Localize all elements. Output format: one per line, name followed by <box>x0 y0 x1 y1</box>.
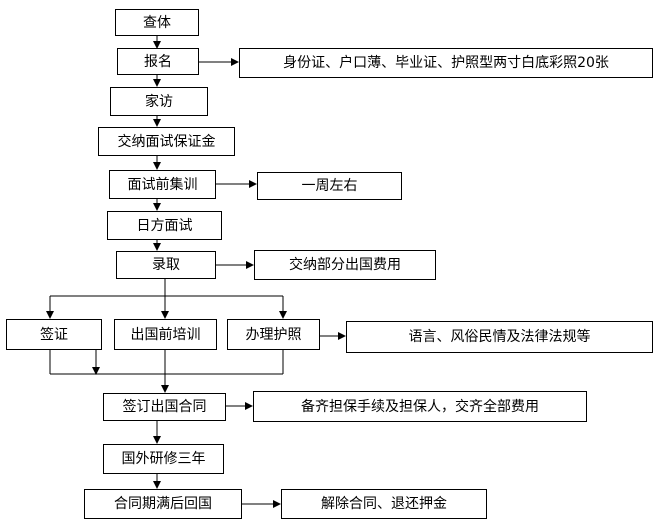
note-return-actions: 解除合同、退还押金 <box>281 489 487 519</box>
step-overseas-training: 国外研修三年 <box>103 444 224 474</box>
step-home-visit: 家访 <box>110 87 208 116</box>
note-training-topics: 语言、风俗民情及法律法规等 <box>346 321 653 353</box>
step-japan-interview: 日方面试 <box>107 211 222 240</box>
step-register: 报名 <box>117 48 199 75</box>
step-pay-deposit: 交纳面试保证金 <box>98 127 235 156</box>
step-visa: 签证 <box>6 319 102 350</box>
step-pre-interview-training: 面试前集训 <box>109 170 216 199</box>
step-admission: 录取 <box>116 251 216 279</box>
step-passport: 办理护照 <box>227 319 320 350</box>
note-contract-requirements: 备齐担保手续及担保人，交齐全部费用 <box>253 391 587 422</box>
step-return-home: 合同期满后回国 <box>84 489 242 519</box>
step-pre-departure-training: 出国前培训 <box>114 319 217 350</box>
step-physical-exam: 查体 <box>115 9 199 36</box>
note-register-documents: 身份证、户口薄、毕业证、护照型两寸白底彩照20张 <box>239 48 653 78</box>
note-admission-fees: 交纳部分出国费用 <box>254 250 436 280</box>
step-sign-contract: 签订出国合同 <box>103 393 226 421</box>
note-training-duration: 一周左右 <box>257 172 402 200</box>
